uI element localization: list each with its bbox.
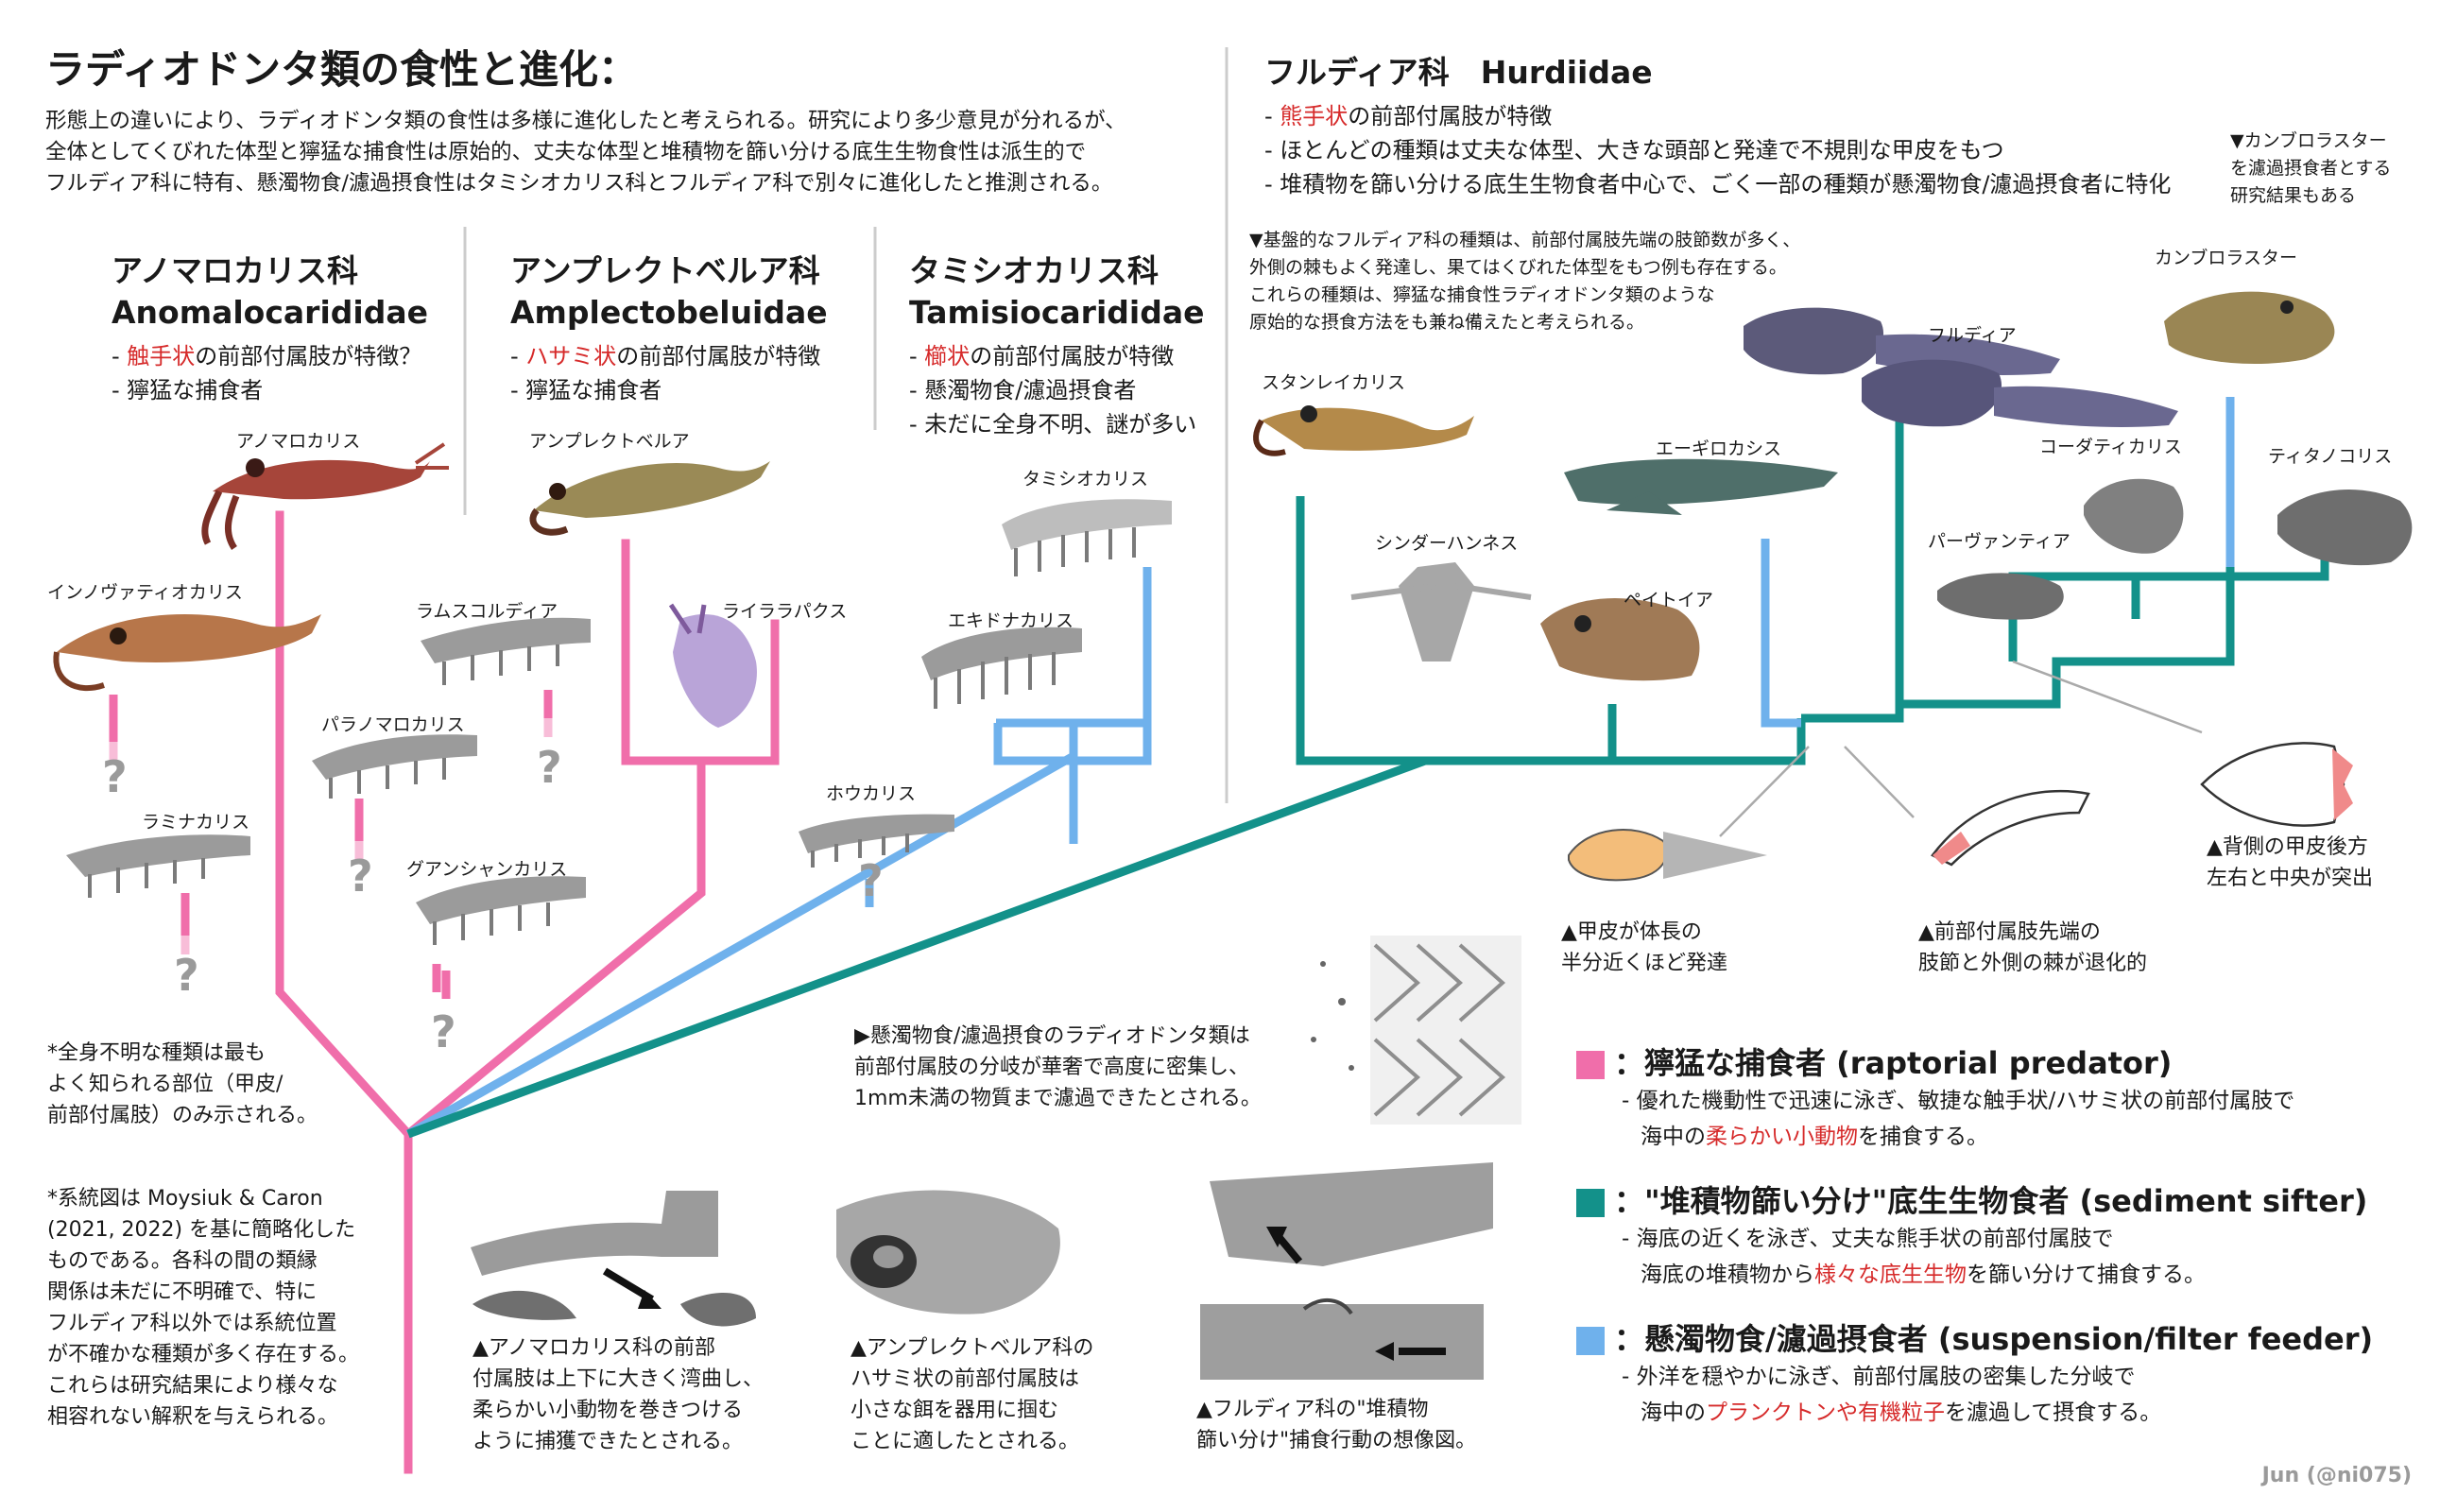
amplectobelua-feeding-illustration — [836, 1190, 1060, 1314]
schinderhannes-icon — [1350, 562, 1532, 662]
label-guanshancaris: グアンシャンカリス — [406, 859, 568, 880]
label-amplectobelua: アンプレクトベルア — [529, 431, 690, 452]
hurdiidae-basal-note: ▼基盤的なフルディア科の種類は、前部付属肢先端の肢節数が多く、外側の棘もよく発達… — [1249, 230, 1801, 333]
cordaticaris-icon — [2084, 478, 2184, 554]
appendage-closeup — [1931, 789, 2090, 867]
label-anomalocaris: アノマロカリス — [236, 431, 361, 452]
hurdiid-feeding-illustration — [1200, 1162, 1493, 1380]
family-amplectobeluidae: アンプレクトベルア科 Amplectobeluidae - ハサミ状の前部付属肢… — [510, 252, 828, 404]
label-titanokorys: ティタノコリス — [2268, 446, 2393, 467]
label-laminacaris: ラミナカリス — [142, 812, 250, 833]
label-tamisiocaris: タミシオカリス — [1022, 469, 1149, 490]
label-peytoia: ペイトイア — [1624, 590, 1714, 610]
aegirocassis-branch — [1761, 539, 1801, 728]
label-houcaris: ホウカリス — [826, 783, 917, 804]
carapace-note: ▲甲皮が体長の半分近くほど発達 — [1561, 920, 1728, 975]
gray-appendages — [66, 499, 1172, 924]
label-pahvantia: パーヴァンティア — [1928, 531, 2070, 552]
label-hurdia: フルディア — [1928, 325, 2017, 346]
dorsal-carapace-closeup — [2200, 742, 2353, 827]
unknown-mark: ? — [431, 1006, 456, 1057]
cambroraster-icon — [2164, 291, 2335, 364]
caption-hurdiidae: ▲フルディア科の"堆積物篩い分け"捕食行動の想像図。 — [1196, 1398, 1477, 1452]
unknown-mark: ? — [537, 742, 562, 793]
legend-filter: ：懸濁物食/濾過摂食者 (suspension/filter feeder) -… — [1576, 1315, 2427, 1431]
filter-feeding-note: ▶懸濁物食/濾過摂食のラディオドンタ類は前部付属肢の分岐が華奢で高度に密集し、1… — [854, 1024, 1262, 1110]
filter-closeup — [1311, 936, 1521, 1125]
label-paranomalocaris: パラノマロカリス — [321, 714, 465, 735]
note-phylogeny-source: *系統図は Moysiuk & Caron(2021, 2022) を基に簡略化… — [47, 1187, 360, 1429]
label-lyrarapax: ライララパクス — [722, 601, 848, 622]
pink-stub-fade — [109, 718, 553, 954]
amplectobelua-icon — [529, 461, 770, 536]
label-echidnacaris: エキドナカリス — [948, 610, 1074, 631]
dorsal-note: ▲背側の甲皮後方左右と中央が突出 — [2207, 835, 2374, 890]
legend: ：獰猛な捕食者 (raptorial predator) - 優れた機動性で迅速… — [1576, 1040, 2427, 1431]
caption-anomalocaris: ▲アノマロカリス科の前部付属肢は上下に大きく湾曲し、柔らかい小動物を巻きつけるよ… — [472, 1336, 765, 1453]
peytoia-icon — [1540, 598, 1700, 681]
hurdia-icon — [1744, 307, 2178, 427]
cambroraster-note: ▼カンブロラスターを濾過摂食者とする研究結果もある — [2230, 130, 2392, 206]
carapace-closeup — [1568, 829, 1767, 882]
teal-branches — [406, 496, 2061, 1139]
caption-amplectobelua: ▲アンプレクトベルア科のハサミ状の前部付属肢は小さな餌を器用に掴むことに適したと… — [850, 1336, 1094, 1453]
label-stanleycaris: スタンレイカリス — [1262, 372, 1406, 393]
anomalocaris-feeding-illustration — [471, 1191, 756, 1327]
unknown-mark: ? — [348, 850, 373, 902]
label-cambroraster: カンブロラスター — [2155, 248, 2298, 268]
callout-lines — [1719, 660, 2203, 837]
legend-swatch-pink — [1576, 1051, 1605, 1079]
titanokorys-icon — [2277, 490, 2413, 566]
page-title: ラディオドンタ類の食性と進化： — [45, 46, 639, 93]
pahvantia-icon — [1937, 573, 2064, 620]
stanleycaris-icon — [1253, 405, 1474, 456]
credit: Jun (@ni075) — [2261, 1464, 2412, 1487]
legend-raptorial: ：獰猛な捕食者 (raptorial predator) - 優れた機動性で迅速… — [1576, 1040, 2427, 1155]
unknown-mark: ? — [102, 751, 128, 802]
legend-sediment: ："堆積物篩い分け"底生生物食者 (sediment sifter) - 海底の… — [1576, 1177, 2427, 1293]
family-anomalocarididae: アノマロカリス科 Anomalocarididae - 触手状の前部付属肢が特徴… — [112, 252, 428, 404]
anomalocaris-icon — [201, 442, 449, 550]
pink-stubs — [109, 690, 553, 999]
intro-text: 形態上の違いにより、ラディオドンタ類の食性は多様に進化したと考えられる。研究によ… — [45, 109, 1126, 196]
note-unknown-taxa: *全身不明な種類は最もよく知られる部位（甲皮/前部付属肢）のみ示される。 — [47, 1041, 318, 1127]
unknown-mark: ? — [858, 855, 884, 906]
label-cordaticaris: コーダティカリス — [2039, 437, 2182, 457]
aegirocassis-icon — [1564, 458, 1838, 515]
lyrarapax-icon — [668, 603, 757, 728]
appendage-note: ▲前部付属肢先端の肢節と外側の棘が退化的 — [1918, 920, 2148, 975]
pink-branches — [275, 510, 780, 1474]
blue-clade — [865, 567, 1152, 907]
legend-swatch-teal — [1576, 1189, 1605, 1217]
innovatiocaris-icon — [53, 614, 321, 692]
unknown-mark: ? — [174, 950, 199, 1001]
family-hurdiidae: フルディア科 Hurdiidae - 熊手状の前部付属肢が特徴 - ほとんどの種… — [1264, 54, 2172, 198]
appendage-spines — [88, 527, 1136, 945]
label-schinderhannes: シンダーハンネス — [1375, 533, 1519, 554]
label-aegirocassis: エーギロカシス — [1656, 438, 1782, 459]
label-innovatiocaris: インノヴァティオカリス — [47, 582, 243, 603]
family-tamisiocarididae: タミシオカリス科 Tamisiocarididae - 櫛状の前部付属肢が特徴 … — [909, 252, 1205, 438]
label-ramskoeldia: ラムスコルディア — [416, 601, 558, 622]
legend-swatch-blue — [1576, 1327, 1605, 1355]
